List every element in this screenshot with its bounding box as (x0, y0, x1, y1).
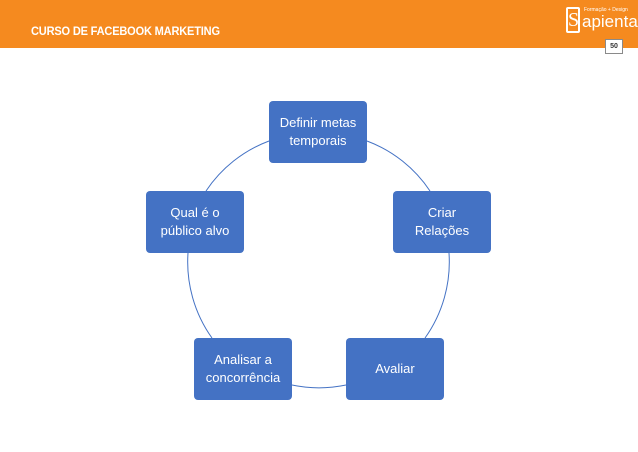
connector-2-3 (424, 252, 450, 339)
sapienta-logo: S Formação + Design apienta (566, 6, 638, 36)
page-number-badge: 50 (605, 39, 623, 54)
cycle-node-definir-metas: Definir metas temporais (269, 101, 367, 163)
header-bar: CURSO DE FACEBOOK MARKETING S Formação +… (0, 0, 638, 48)
logo-mark-icon: S (566, 7, 580, 33)
logo-tagline: Formação + Design (584, 7, 628, 13)
cycle-node-analisar-concorrencia: Analisar a concorrência (194, 338, 292, 400)
connector-3-4 (291, 384, 347, 389)
cycle-node-avaliar: Avaliar (346, 338, 444, 400)
course-title: CURSO DE FACEBOOK MARKETING (31, 24, 220, 38)
logo-name: apienta (582, 12, 638, 31)
connector-4-5 (187, 252, 213, 339)
connector-5-1 (205, 140, 270, 192)
connector-1-2 (366, 140, 431, 192)
cycle-node-criar-relacoes: Criar Relações (393, 191, 491, 253)
cycle-node-publico-alvo: Qual é o público alvo (146, 191, 244, 253)
